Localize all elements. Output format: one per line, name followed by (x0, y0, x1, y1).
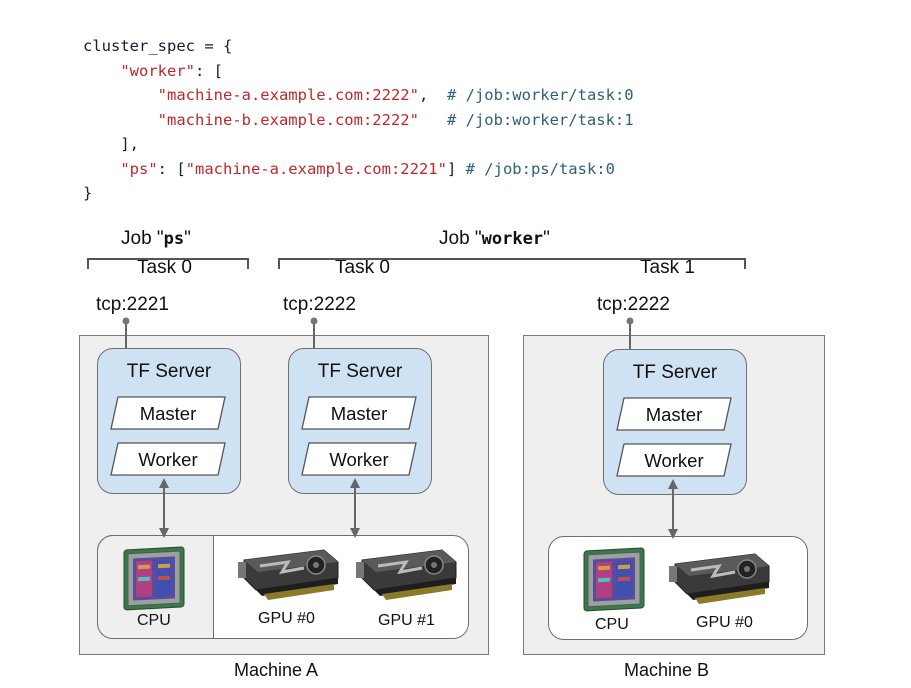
worker-label: Worker (644, 450, 704, 471)
worker-label: Worker (329, 449, 389, 470)
code-text: cluster_spec = { (83, 37, 233, 55)
ps-bracket (87, 258, 249, 269)
cpu-b-label: CPU (595, 616, 629, 633)
code-line-6: "ps": ["machine-a.example.com:2221"] # /… (83, 157, 634, 182)
job-name: ps (163, 229, 185, 249)
code-string: "worker" (120, 61, 195, 80)
code-line-3: "machine-a.example.com:2222", # /job:wor… (83, 83, 634, 108)
job-name: worker (481, 229, 544, 249)
code-string: "machine-a.example.com:2221" (185, 159, 447, 178)
code-text: , (418, 86, 429, 104)
code-line-1: cluster_spec = { (83, 34, 634, 59)
master-box: Master (616, 397, 732, 431)
worker-task1-label: Task 1 (640, 257, 695, 278)
port-ps-dot (122, 317, 130, 325)
job-suffix: " (184, 228, 191, 249)
cpu-chip-a-icon (123, 546, 185, 611)
code-string: "machine-a.example.com:2222" (157, 86, 419, 104)
cluster-spec-code: cluster_spec = { "worker": [ "machine-a.… (83, 34, 634, 206)
gpu-b0-icon (667, 552, 771, 606)
port-ps-label: tcp:2221 (96, 294, 169, 315)
port-worker0-dot (310, 317, 318, 325)
worker-bracket (278, 258, 746, 269)
cpu-a-label: CPU (137, 612, 171, 629)
gpu-a0-label: GPU #0 (258, 610, 315, 627)
job-prefix: Job " (439, 228, 482, 249)
master-box: Master (301, 396, 417, 430)
code-text: } (83, 184, 93, 202)
worker-task0-label: Task 0 (335, 257, 390, 278)
port-worker0-label: tcp:2222 (283, 294, 356, 315)
tf-server-worker1: TF Server Master Worker (603, 349, 747, 495)
code-text: : [ (157, 159, 186, 178)
code-line-2: "worker": [ (83, 59, 634, 84)
master-label: Master (645, 404, 703, 425)
cpu-chip-b-icon (583, 547, 645, 612)
machine-b-label: Machine B (624, 660, 710, 680)
code-line-4: "machine-b.example.com:2222" # /job:work… (83, 108, 634, 133)
gpu-b0-label: GPU #0 (696, 614, 753, 631)
worker-label: Worker (138, 449, 198, 470)
code-comment: # /job:worker/task:1 (446, 110, 634, 129)
code-line-5: ], (83, 132, 634, 157)
gpu-a1-icon (354, 548, 458, 602)
gpu-a1-label: GPU #1 (378, 612, 435, 629)
master-label: Master (330, 403, 388, 424)
machine-a-label: Machine A (234, 660, 319, 680)
code-text: ], (120, 135, 139, 153)
code-text: : [ (194, 61, 223, 80)
tf-server-title: TF Server (126, 361, 212, 382)
job-ps-label: Job "ps" (121, 228, 191, 250)
tf-server-title: TF Server (317, 361, 403, 382)
tf-server-title: TF Server (632, 362, 718, 383)
job-prefix: Job " (121, 228, 164, 249)
code-text: ] (446, 159, 457, 178)
code-line-7: } (83, 181, 634, 206)
worker-box: Worker (301, 442, 417, 476)
code-string: "machine-b.example.com:2222" (157, 110, 419, 129)
gpu-a0-icon (236, 548, 340, 602)
code-comment: # /job:ps/task:0 (465, 159, 615, 178)
job-suffix: " (543, 228, 550, 249)
ps-task-label: Task 0 (137, 257, 192, 278)
code-comment: # /job:worker/task:0 (446, 86, 634, 104)
job-worker-label: Job "worker" (439, 228, 550, 250)
code-string: "ps" (120, 159, 158, 178)
port-worker1-dot (626, 317, 634, 325)
port-worker1-label: tcp:2222 (597, 294, 670, 315)
master-box: Master (110, 396, 226, 430)
tf-server-ps: TF Server Master Worker (97, 348, 241, 494)
master-label: Master (139, 403, 197, 424)
tf-server-worker0: TF Server Master Worker (288, 348, 432, 494)
worker-box: Worker (616, 443, 732, 477)
worker-box: Worker (110, 442, 226, 476)
